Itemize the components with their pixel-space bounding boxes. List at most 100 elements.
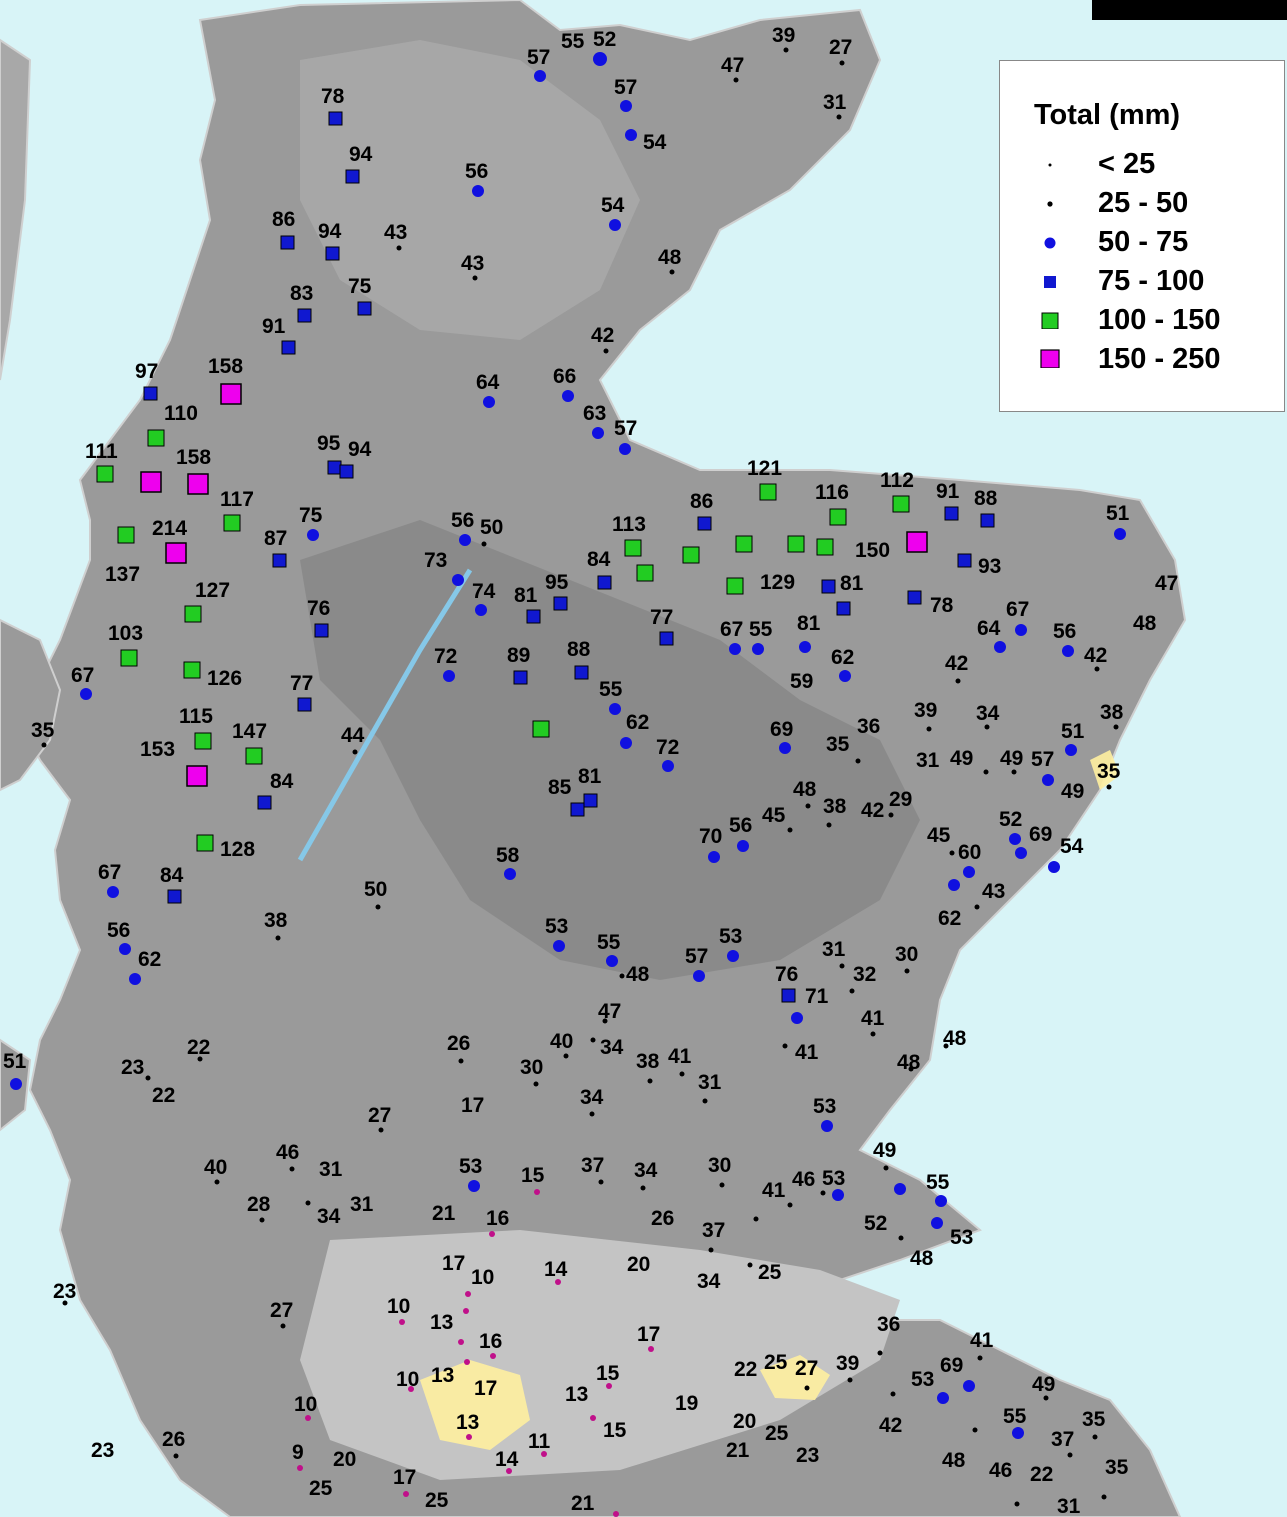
station-label: 35 <box>826 733 850 756</box>
marker-circle <box>1015 847 1027 859</box>
marker-square <box>120 649 138 667</box>
marker-dot <box>855 758 861 764</box>
legend-label: 75 - 100 <box>1098 265 1205 297</box>
station-label: 53 <box>822 1167 845 1190</box>
legend-small-dot-icon <box>1047 201 1053 207</box>
station-label: 127 <box>195 579 230 602</box>
marker-square <box>574 665 589 680</box>
marker-dot <box>836 114 842 120</box>
station-label: 10 <box>471 1266 494 1289</box>
legend-title: Total (mm) <box>1034 99 1181 131</box>
marker-square <box>147 429 165 447</box>
station-label: 31 <box>916 749 940 772</box>
station-label: 52 <box>593 28 616 51</box>
station-label: 97 <box>135 360 158 383</box>
marker-square <box>272 553 287 568</box>
station-label: 45 <box>762 804 786 827</box>
marker-square <box>184 605 202 623</box>
station-label: 27 <box>270 1299 293 1322</box>
station-label: 57 <box>527 46 550 69</box>
station-label: 31 <box>350 1193 374 1216</box>
legend-row: < 25 <box>1000 145 1286 183</box>
marker-circle <box>937 1392 949 1404</box>
station-label: 20 <box>733 1410 756 1433</box>
station-label: 86 <box>690 490 713 513</box>
station-label: 69 <box>940 1354 963 1377</box>
marker-dot <box>259 1217 265 1223</box>
station-label: 116 <box>815 481 849 504</box>
marker-circle <box>1009 833 1021 845</box>
marker-dot <box>890 1391 896 1397</box>
marker-dot-tiny <box>297 1465 303 1471</box>
marker-square <box>821 579 836 594</box>
station-label: 57 <box>614 76 637 99</box>
marker-square <box>357 301 372 316</box>
station-label: 126 <box>207 667 242 690</box>
marker-dot <box>590 1037 596 1043</box>
station-label: 54 <box>1060 835 1084 858</box>
marker-square <box>314 623 329 638</box>
marker-dot <box>589 1111 595 1117</box>
station-label: 51 <box>1061 720 1085 743</box>
marker-circle <box>1012 1427 1024 1439</box>
marker-dot <box>877 1350 883 1356</box>
station-label: 49 <box>1032 1373 1055 1396</box>
marker-dot <box>747 1262 753 1268</box>
marker-square <box>957 553 972 568</box>
station-label: 64 <box>476 371 500 394</box>
marker-circle <box>708 851 720 863</box>
marker-circle <box>534 70 546 82</box>
marker-square <box>196 834 214 852</box>
legend-label: < 25 <box>1098 148 1156 180</box>
marker-circle <box>609 219 621 231</box>
marker-dot <box>820 1190 826 1196</box>
marker-dot-tiny <box>464 1359 470 1365</box>
station-label: 56 <box>1053 620 1076 643</box>
marker-dot-tiny <box>305 1415 311 1421</box>
station-label: 94 <box>318 220 342 243</box>
corner-bar <box>1092 0 1287 20</box>
station-label: 62 <box>831 646 854 669</box>
marker-square <box>526 609 541 624</box>
marker-dot <box>839 963 845 969</box>
marker-square <box>194 732 212 750</box>
marker-dot <box>598 1179 604 1185</box>
outer-isles <box>0 38 32 381</box>
marker-circle <box>504 868 516 880</box>
station-label: 43 <box>982 880 1005 903</box>
marker-dot <box>280 1323 286 1329</box>
marker-square <box>187 473 209 495</box>
marker-circle <box>609 703 621 715</box>
station-label: 55 <box>749 618 773 641</box>
marker-circle <box>562 390 574 402</box>
marker-dot <box>214 1179 220 1185</box>
station-label: 25 <box>425 1489 449 1512</box>
marker-dot-tiny <box>403 1491 409 1497</box>
marker-dot-tiny <box>606 1383 612 1389</box>
station-label: 70 <box>699 825 722 848</box>
marker-circle <box>625 129 637 141</box>
marker-circle <box>935 1195 947 1207</box>
station-label: 40 <box>204 1156 227 1179</box>
station-label: 55 <box>926 1171 950 1194</box>
marker-dot <box>943 1043 949 1049</box>
marker-dot <box>378 1127 384 1133</box>
station-label: 42 <box>945 652 968 675</box>
legend-label: 25 - 50 <box>1098 187 1189 219</box>
station-label: 128 <box>220 838 255 861</box>
marker-circle <box>107 886 119 898</box>
marker-dot <box>197 1056 203 1062</box>
marker-square <box>257 795 272 810</box>
station-label: 67 <box>1006 598 1029 621</box>
marker-dot <box>603 348 609 354</box>
station-label: 19 <box>675 1392 698 1415</box>
great-glen-loch <box>297 568 473 862</box>
marker-circle <box>779 742 791 754</box>
station-label: 28 <box>247 1193 271 1216</box>
station-label: 37 <box>1051 1428 1074 1451</box>
station-label: 63 <box>583 402 606 425</box>
marker-dot <box>396 245 402 251</box>
marker-dot-tiny <box>613 1511 619 1517</box>
station-label: 15 <box>596 1362 620 1385</box>
